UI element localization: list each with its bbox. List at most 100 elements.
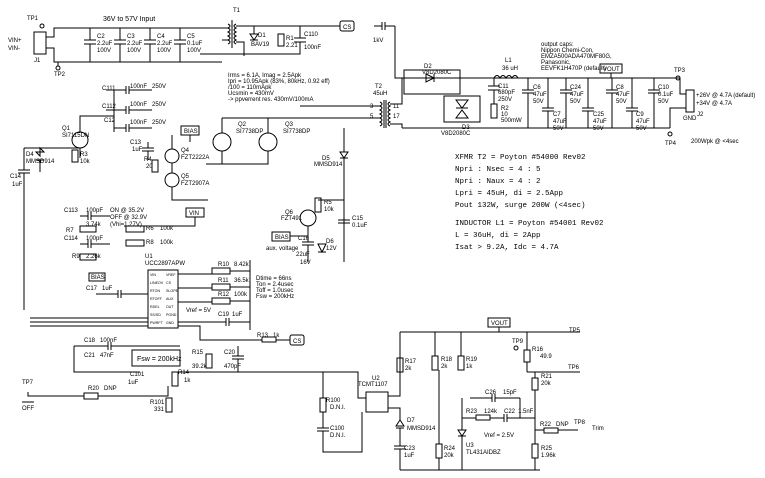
c18-label: C18 [84,338,96,344]
tp3-label: TP3 [674,68,686,74]
output-power-label: 200Wpk @ <4sec [691,139,739,145]
r4-label: R4 [144,157,152,163]
r6-label: R6 [146,226,154,232]
t2-section: 1kV T2 45uH 3 5 11 17 [300,22,403,128]
bias-flag-low-label: BIAS [91,275,105,281]
r23-label: R23 [466,409,478,415]
c17-label: C17 [86,286,98,292]
c3-symbol [114,28,126,62]
u3-value: TL431AIDBZ [466,450,501,456]
c8-symbol [606,78,618,128]
xfmr-note-5: Pout 132W, surge 200W (<4sec) [455,202,586,210]
c19-label: C19 [218,312,230,318]
controller-section: VIN C113 100pF ON @ 35.2V OFF @ 32.9V (V… [22,207,305,413]
r100-value: D.N.I. [330,405,346,411]
ind-note-2: L = 36uH, di = 2App [455,232,541,240]
dtime-note-4: Fsw = 200kHz [256,294,294,300]
c5-rating: 100V [187,48,201,54]
c111-rating: 250V [152,84,166,90]
u1-pin-gnd: GND [166,321,174,325]
c7-rating: 50V [553,126,564,132]
u3-label: U3 [466,443,474,449]
j2-wires [640,77,686,128]
c113-symbol [80,212,110,220]
r2-label: R2 [501,106,509,112]
r9-value: 2.26k [86,254,102,260]
c11-rating: 250V [498,97,512,103]
r4-symbol [151,159,159,173]
r22-value: DNP [556,422,569,428]
d1-symbol [249,26,259,41]
c1-to-t2 [394,26,402,79]
q1-label: Q1 [62,126,71,132]
u1-pin-cs: CS [166,281,172,285]
c16-rating: 16V [300,260,311,266]
d1-label: D1 [258,33,266,39]
r3-value: 10k [80,159,91,165]
j2-label: J2 [697,112,704,118]
d3-package [443,95,481,123]
q3-symbol [258,132,278,152]
aux-voltage-label: aux. voltage [266,246,299,252]
u1-label: U1 [145,254,153,260]
bias-flag-mid-label: BIAS [275,235,289,241]
clamp-caps [114,86,152,132]
c16-value: 22uF [296,252,310,258]
c6-label: C6 [533,85,541,91]
c23-value: 1uF [404,453,415,459]
d2-diode [425,73,436,83]
cs-flag-top-label: CS [343,25,351,31]
u1-pin-pgnd: PGND [166,313,177,317]
c12-label: C12 [104,118,116,124]
ind-note-3: Isat > 9.2A, Idc = 4.7A [455,244,559,252]
q4-symbol [164,148,180,164]
c9-label: C9 [636,112,644,118]
r10-label: R10 [218,262,230,268]
r6-value: 100k [160,226,174,232]
c20-symbol [232,346,244,372]
fsw-box [131,349,181,367]
vin-minus-label: VIN- [8,46,20,52]
totem-wires [171,135,208,201]
t2-pin-11: 11 [393,104,400,110]
mosfet-wires [206,117,300,165]
c9-rating: 50V [636,126,647,132]
r1-symbol [277,33,285,47]
c100-symbol [317,422,329,442]
r7-symbol [79,225,97,233]
feedback-section: VOUT TP5 TP6 TP9 R16 49.9 R21 20k R17 2k… [178,317,604,471]
q5-value: FZT2907A [181,181,209,187]
c25-rating: 50V [593,126,604,132]
r25-symbol [531,443,539,459]
optocoupler-wires [178,332,401,453]
r21-value: 20k [541,381,552,387]
dtime-note-1: Dtime = 66ns [256,276,292,282]
c18-c21-wires [73,342,180,373]
r2-value: 10 [501,112,508,118]
c11-label: C11 [498,84,509,90]
tp8-label: TP8 [574,420,586,426]
vout-flag-top-label: VOUT [603,67,620,73]
q1-wires [24,115,114,158]
l1-value: 36 uH [502,66,518,72]
d6-value: 12V [326,246,337,252]
c110-value: 100nF [304,45,321,51]
q2-label: Q2 [238,122,247,128]
d7-value: MMSD914 [407,426,436,432]
c112-rating: 250V [152,102,166,108]
q5-label: Q5 [181,174,190,180]
t2-pin-2: 5 [370,114,374,120]
c6-symbol [522,78,534,128]
d5-symbol [339,128,349,159]
d4-value: MMSD914 [26,159,55,165]
r8-label: R8 [146,240,154,246]
r12-symbol [211,297,231,305]
aux-wires [318,158,345,262]
r5-symbol [314,197,322,213]
r2-rating: 500mW [501,118,522,124]
c4-rating: 100V [157,48,171,54]
c10-label: C10 [658,85,670,91]
tp9-point [513,345,519,351]
l1-label: L1 [505,58,512,64]
u1-pin-rtoff: RTOFF [150,297,163,301]
